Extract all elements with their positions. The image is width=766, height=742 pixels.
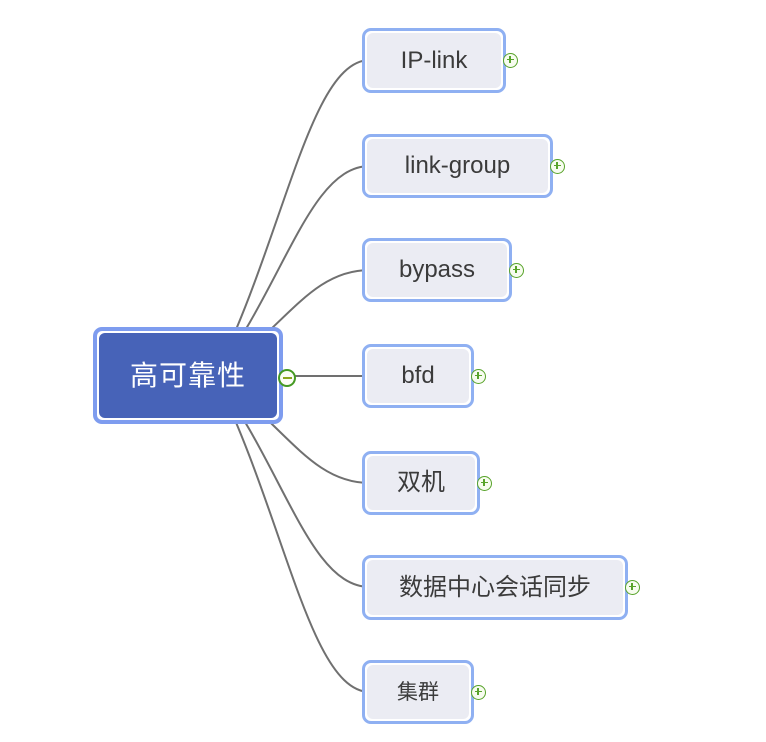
child-node-body: bypass xyxy=(367,243,507,297)
connector-line xyxy=(214,375,371,693)
child-node[interactable]: bfd xyxy=(362,344,474,408)
expand-button[interactable] xyxy=(625,579,640,595)
child-node[interactable]: bypass xyxy=(362,238,512,302)
child-node-body: link-group xyxy=(367,139,548,193)
expand-button[interactable] xyxy=(509,262,524,278)
child-node-label: IP-link xyxy=(400,46,468,74)
child-node[interactable]: 数据中心会话同步 xyxy=(362,555,628,620)
expand-button[interactable] xyxy=(550,158,565,174)
child-node-label: 数据中心会话同步 xyxy=(399,573,591,601)
plus-icon xyxy=(631,583,633,590)
child-node-label: 集群 xyxy=(397,680,439,704)
child-node-body: 双机 xyxy=(367,456,475,510)
child-node-label: link-group xyxy=(404,152,511,179)
child-node[interactable]: IP-link xyxy=(362,28,506,93)
connector-line xyxy=(214,59,371,377)
child-node[interactable]: link-group xyxy=(362,134,553,198)
child-node[interactable]: 集群 xyxy=(362,660,474,724)
plus-icon xyxy=(556,162,558,169)
expand-button[interactable] xyxy=(471,368,486,384)
plus-icon xyxy=(483,479,485,486)
root-node-label: 高可靠性 xyxy=(129,359,246,391)
child-node-label: bfd xyxy=(401,362,435,389)
expand-button[interactable] xyxy=(503,52,518,68)
child-node[interactable]: 双机 xyxy=(362,451,480,515)
child-node-body: IP-link xyxy=(367,33,501,88)
root-node-body: 高可靠性 xyxy=(99,333,277,418)
plus-icon xyxy=(477,688,479,695)
child-node-body: bfd xyxy=(367,349,469,403)
root-node[interactable]: 高可靠性 xyxy=(93,327,283,424)
child-node-label: 双机 xyxy=(397,469,445,496)
minus-icon xyxy=(282,377,292,379)
child-node-body: 数据中心会话同步 xyxy=(367,560,623,615)
plus-icon xyxy=(477,372,479,379)
child-node-body: 集群 xyxy=(367,665,469,719)
child-node-label: bypass xyxy=(398,256,476,283)
plus-icon xyxy=(509,56,511,63)
collapse-button[interactable] xyxy=(278,369,296,387)
plus-icon xyxy=(515,266,517,273)
expand-button[interactable] xyxy=(471,684,486,700)
expand-button[interactable] xyxy=(477,475,492,491)
